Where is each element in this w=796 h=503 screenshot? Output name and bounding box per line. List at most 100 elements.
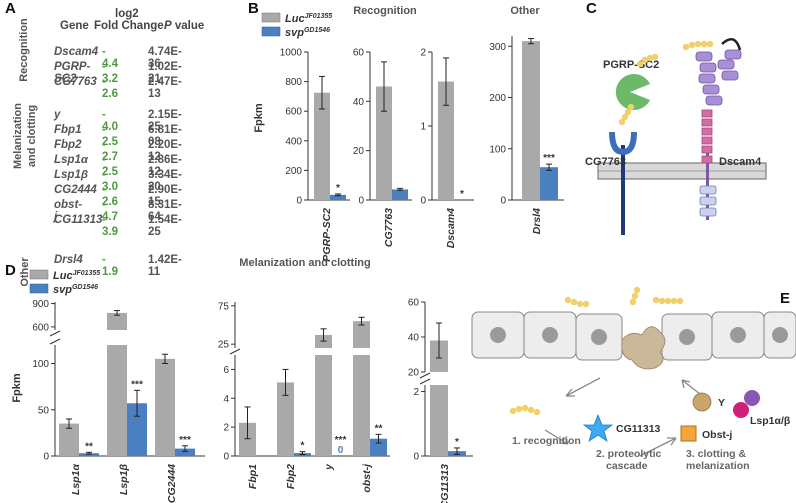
- label-obst-j: Obst-j: [702, 429, 732, 441]
- panel-b-title-other: Other: [510, 5, 540, 17]
- significance-label: ***: [335, 435, 347, 446]
- y-tick-label: 20: [408, 368, 420, 379]
- bar: [392, 189, 408, 200]
- bar-upper: [353, 321, 370, 348]
- y-tick-label: 200: [285, 166, 302, 177]
- significance-label: ***: [543, 153, 555, 164]
- pgrp-sc2-protein-icon: [615, 74, 650, 110]
- bar: [127, 403, 147, 456]
- y-tick-label: 2: [420, 48, 426, 59]
- membrane: [597, 162, 767, 180]
- label-y: Y: [718, 397, 725, 409]
- legend-b-luc-name: Luc: [285, 13, 305, 25]
- bar: [448, 451, 466, 456]
- label-step-clotting-1: 3. clotting &: [686, 448, 747, 460]
- label-step-clotting-2: melanization: [686, 460, 750, 472]
- bar: [540, 167, 558, 200]
- bar: [277, 382, 294, 456]
- y-tick-label: 100: [32, 359, 49, 370]
- axis-break: [49, 330, 61, 345]
- group-label-melanization-2: and clotting: [26, 104, 38, 168]
- group-label-other: Other: [19, 257, 31, 287]
- significance-label: ***: [179, 435, 191, 446]
- y-tick-label: 2: [413, 387, 419, 398]
- axis-break: [419, 372, 431, 385]
- y-tick-label: 4: [223, 394, 229, 405]
- y-tick-label: 600: [285, 107, 302, 118]
- p-value: 2.90E-15: [148, 184, 182, 208]
- label-pgrp-sc2: PGRP-SC2: [603, 59, 659, 71]
- y-tick-label: 1: [420, 122, 426, 133]
- y-tick-label: 0: [420, 196, 426, 207]
- y-tick-label: 600: [32, 322, 49, 333]
- group-label-melanization-1: Melanization: [12, 103, 24, 170]
- y-tick-label: 50: [38, 405, 50, 416]
- beads-dscam4: [682, 40, 714, 51]
- y-axis-label: Fpkm: [11, 373, 23, 403]
- bar-lower: [430, 385, 448, 456]
- y-protein-icon: [692, 392, 712, 412]
- p-value: 2.47E-13: [148, 76, 182, 100]
- fold-change: - 4.7: [102, 199, 118, 223]
- label-dscam4: Dscam4: [719, 156, 762, 168]
- x-tick-label: Fbp1: [247, 464, 259, 489]
- significance-label: **: [375, 423, 383, 434]
- gene-name: Lsp1β: [54, 169, 88, 181]
- bar: [376, 86, 392, 200]
- dscam4-stalk: [706, 150, 709, 220]
- panel-label-d: D: [5, 262, 16, 279]
- fold-change: - 4.4: [102, 46, 118, 70]
- bar: [59, 423, 79, 456]
- legend-b-luc-swatch: [261, 12, 281, 23]
- axis-break: [229, 348, 241, 355]
- y-tick-label: 900: [32, 299, 49, 310]
- label-step-proteolytic-1: 2. proteolytic: [596, 448, 662, 460]
- legend-b-luc-sup: JF01355: [305, 13, 333, 20]
- cell-nuclei: [490, 327, 788, 345]
- label-step-proteolytic-2: cascade: [606, 460, 648, 472]
- obst-j-square-icon: [680, 425, 697, 442]
- significance-label: *: [460, 189, 464, 200]
- fold-change: - 4.0: [102, 109, 118, 133]
- y-tick-label: 200: [489, 93, 506, 104]
- gene-name: Fbp2: [54, 139, 82, 151]
- bar: [239, 422, 256, 456]
- gene-name: Lsp1α: [54, 154, 88, 166]
- dscam4-ig-domains: [695, 49, 742, 106]
- gene-name: CG11313: [54, 214, 103, 226]
- beads-cg7763: [618, 103, 635, 126]
- bar-lower: [353, 355, 370, 456]
- fold-change: - 2.6: [102, 76, 118, 100]
- y-tick-label: 300: [489, 42, 506, 53]
- gene-name: Dscam4: [54, 46, 99, 58]
- fold-change: - 2.6: [102, 184, 118, 208]
- label-step-recognition: 1. recognition: [512, 435, 581, 447]
- legend-b-svp-sup: GD1546: [304, 27, 330, 34]
- significance-label: *: [455, 437, 459, 448]
- x-tick-label: Lsp1α: [70, 464, 82, 496]
- group-label-recognition: Recognition: [18, 18, 30, 82]
- fold-change: - 3.2: [102, 61, 118, 85]
- panel-label-b: B: [248, 0, 259, 17]
- p-value: 3.34E-20: [148, 169, 182, 193]
- dscam4-hook: [721, 37, 742, 51]
- header-fc-line1: log2: [115, 8, 139, 20]
- cg11313-star-icon: [582, 413, 614, 442]
- significance-label: *: [336, 183, 340, 194]
- x-tick-label: y: [323, 463, 335, 471]
- y-tick-label: 60: [353, 48, 365, 59]
- label-lsp1: Lsp1α/β: [750, 415, 791, 427]
- bar-upper: [430, 340, 448, 372]
- bar: [438, 81, 454, 200]
- dscam4-fn-domains: [701, 109, 713, 164]
- gene-name: PGRP-SC2: [54, 61, 91, 85]
- x-tick-label: CG7763: [383, 208, 395, 247]
- cg7763-receptor-icon: [609, 131, 637, 156]
- x-tick-label: Fbp2: [285, 464, 297, 489]
- x-tick-label: Lsp1β: [118, 464, 130, 496]
- fold-change: - 2.5: [102, 124, 118, 148]
- lsp1-purple-icon: [744, 390, 760, 406]
- bar: [370, 438, 387, 456]
- epithelial-cells: [471, 311, 796, 361]
- p-value: 1.54E-25: [148, 214, 182, 238]
